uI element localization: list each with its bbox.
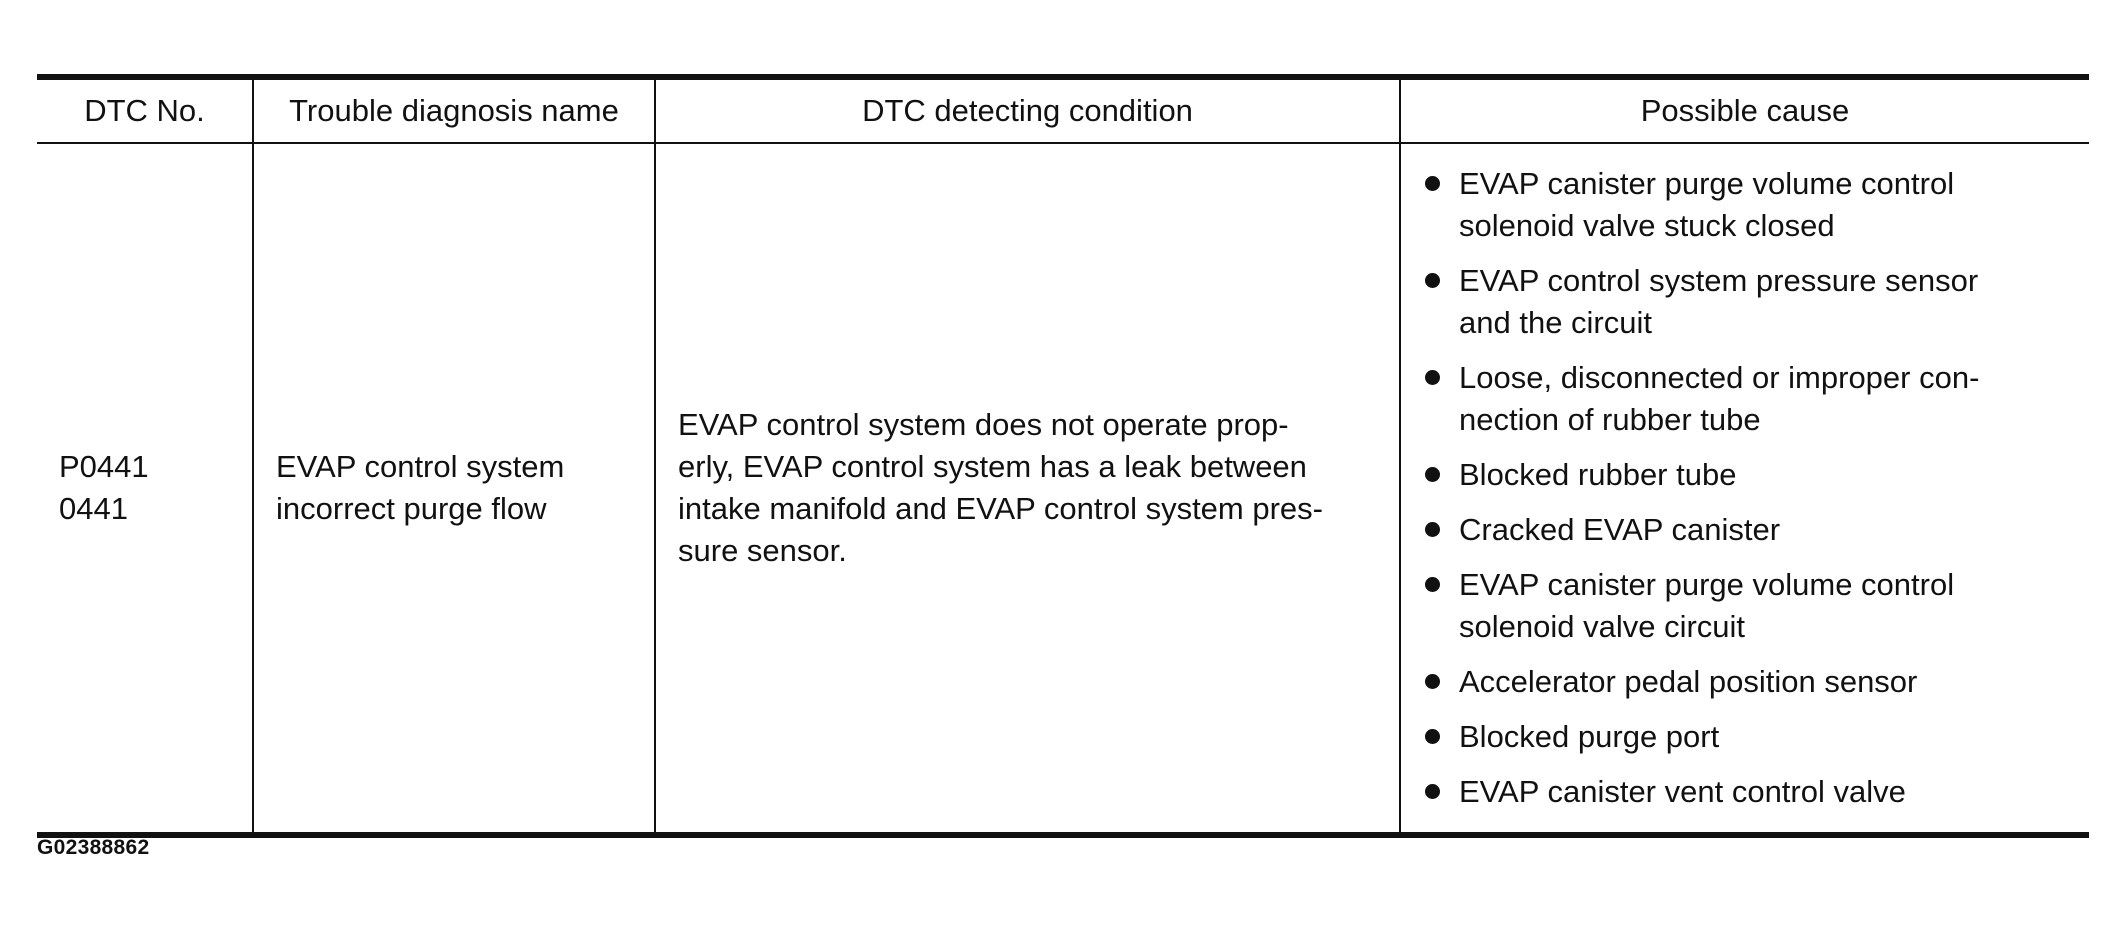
condition-line: EVAP control system does not operate pro… bbox=[678, 407, 1289, 442]
cell-possible-cause: EVAP canister purge volume control solen… bbox=[1399, 143, 2089, 835]
cause-line: Blocked rubber tube bbox=[1459, 457, 1737, 492]
condition-line: sure sensor. bbox=[678, 533, 847, 568]
diagnosis-name-line: incorrect purge flow bbox=[276, 491, 547, 526]
cause-line: and the circuit bbox=[1459, 305, 1652, 340]
header-row: DTC No. Trouble diagnosis name DTC detec… bbox=[37, 77, 2089, 144]
cause-line: solenoid valve circuit bbox=[1459, 609, 1746, 644]
condition-line: erly, EVAP control system has a leak bet… bbox=[678, 449, 1307, 484]
cause-line: solenoid valve stuck closed bbox=[1459, 208, 1835, 243]
bullet-icon bbox=[1425, 370, 1440, 385]
bullet-icon bbox=[1425, 784, 1440, 799]
cell-dtc-no: P0441 0441 bbox=[37, 143, 254, 835]
dtc-code-line: P0441 bbox=[59, 449, 149, 484]
header-dtc-detecting-condition: DTC detecting condition bbox=[654, 77, 1401, 144]
list-item: EVAP canister vent control valve bbox=[1423, 771, 2075, 813]
diagnosis-name-line: EVAP control system bbox=[276, 449, 565, 484]
possible-cause-list: EVAP canister purge volume control solen… bbox=[1423, 163, 2075, 813]
figure-id: G02388862 bbox=[37, 836, 150, 859]
bullet-icon bbox=[1425, 273, 1440, 288]
cause-line: nection of rubber tube bbox=[1459, 402, 1761, 437]
bullet-icon bbox=[1425, 522, 1440, 537]
cell-diagnosis-name: EVAP control system incorrect purge flow bbox=[252, 143, 656, 835]
cause-line: Accelerator pedal position sensor bbox=[1459, 664, 1918, 699]
list-item: Loose, disconnected or improper con- nec… bbox=[1423, 357, 2075, 441]
list-item: EVAP control system pressure sensor and … bbox=[1423, 260, 2075, 344]
header-possible-cause: Possible cause bbox=[1399, 77, 2089, 144]
list-item: Blocked rubber tube bbox=[1423, 454, 2075, 496]
bullet-icon bbox=[1425, 176, 1440, 191]
list-item: Cracked EVAP canister bbox=[1423, 509, 2075, 551]
condition-line: intake manifold and EVAP control system … bbox=[678, 491, 1323, 526]
cause-line: EVAP canister purge volume control bbox=[1459, 567, 1955, 602]
bullet-icon bbox=[1425, 467, 1440, 482]
dtc-table: DTC No. Trouble diagnosis name DTC detec… bbox=[37, 74, 2089, 838]
header-dtc-no: DTC No. bbox=[37, 77, 254, 144]
bullet-icon bbox=[1425, 729, 1440, 744]
list-item: EVAP canister purge volume control solen… bbox=[1423, 564, 2075, 648]
dtc-code-line: 0441 bbox=[59, 491, 128, 526]
cause-line: EVAP canister purge volume control bbox=[1459, 166, 1955, 201]
table-row: P0441 0441 EVAP control system incorrect… bbox=[37, 143, 2089, 835]
cause-line: EVAP canister vent control valve bbox=[1459, 774, 1906, 809]
cause-line: Loose, disconnected or improper con- bbox=[1459, 360, 1980, 395]
cause-line: EVAP control system pressure sensor bbox=[1459, 263, 1979, 298]
cause-line: Blocked purge port bbox=[1459, 719, 1720, 754]
cause-line: Cracked EVAP canister bbox=[1459, 512, 1781, 547]
list-item: Blocked purge port bbox=[1423, 716, 2075, 758]
header-trouble-diagnosis-name: Trouble diagnosis name bbox=[252, 77, 656, 144]
list-item: Accelerator pedal position sensor bbox=[1423, 661, 2075, 703]
list-item: EVAP canister purge volume control solen… bbox=[1423, 163, 2075, 247]
cell-detecting-condition: EVAP control system does not operate pro… bbox=[654, 143, 1401, 835]
bullet-icon bbox=[1425, 674, 1440, 689]
bullet-icon bbox=[1425, 577, 1440, 592]
